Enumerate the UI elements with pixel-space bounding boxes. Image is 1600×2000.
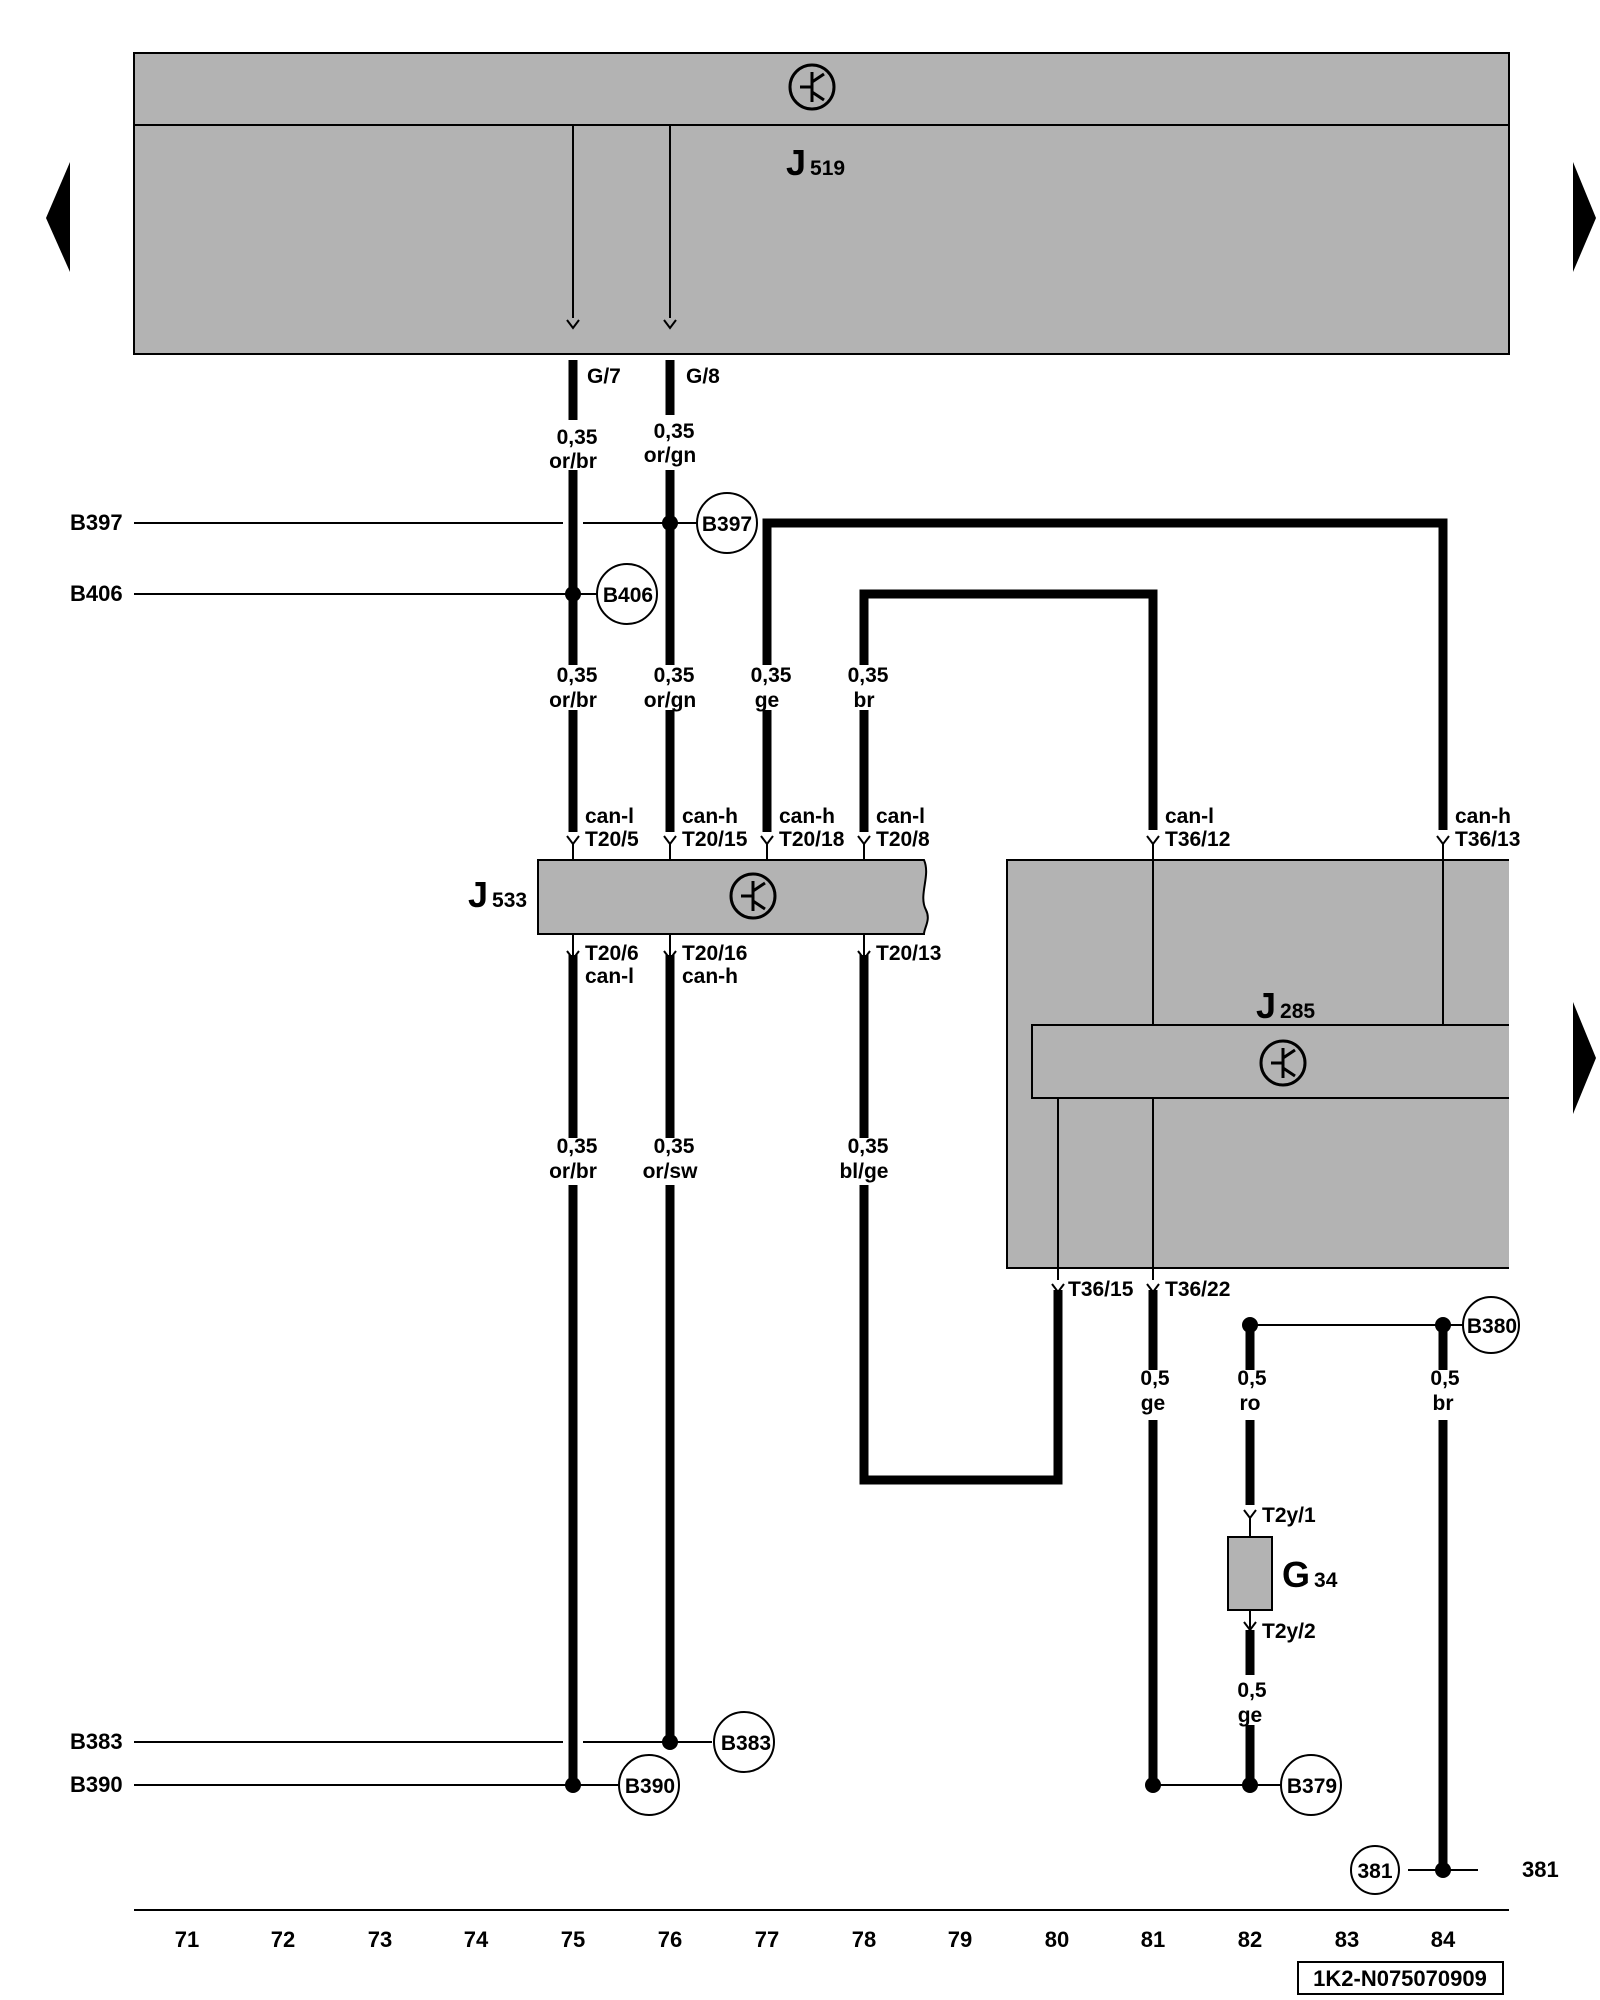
pin-t2y-2: T2y/2 bbox=[1262, 1620, 1316, 1643]
wire-color: or/br bbox=[549, 689, 597, 712]
signal-can-l: can-l bbox=[585, 965, 634, 988]
pin-t36-22: T36/22 bbox=[1165, 1278, 1230, 1301]
wire-size: 0,35 bbox=[557, 1135, 598, 1158]
signal-can-h: can-h bbox=[682, 805, 738, 828]
transistor-symbol-icon bbox=[1259, 1039, 1307, 1087]
axis-label: 79 bbox=[948, 1927, 972, 1952]
transistor-symbol-icon bbox=[788, 63, 836, 111]
ref-b379[interactable]: B379 bbox=[1287, 1775, 1337, 1798]
thin-lines bbox=[134, 522, 1478, 1871]
signal-can-l: can-l bbox=[1165, 805, 1214, 828]
left-ref-b406: B406 bbox=[70, 581, 123, 606]
nav-right-arrow-icon[interactable] bbox=[1573, 1002, 1596, 1114]
wire-size: 0,5 bbox=[1237, 1679, 1267, 1702]
axis-label: 75 bbox=[561, 1927, 585, 1952]
wire-color: ge bbox=[755, 689, 780, 712]
axis-label: 77 bbox=[755, 1927, 779, 1952]
diagram-code: 1K2-N075070909 bbox=[1297, 1961, 1504, 1995]
wire-size: 0,5 bbox=[1140, 1367, 1170, 1390]
axis-label: 80 bbox=[1045, 1927, 1069, 1952]
axis-label: 82 bbox=[1238, 1927, 1262, 1952]
ref-b406[interactable]: B406 bbox=[603, 584, 653, 607]
transistor-symbol-icon bbox=[729, 872, 777, 920]
ref-b380[interactable]: B380 bbox=[1467, 1315, 1517, 1338]
axis-label: 83 bbox=[1335, 1927, 1359, 1952]
signal-can-h: can-h bbox=[1455, 805, 1511, 828]
ref-b397[interactable]: B397 bbox=[702, 513, 752, 536]
wire-size: 0,5 bbox=[1237, 1367, 1267, 1390]
junction-dots bbox=[565, 515, 1451, 1878]
nav-left-arrow-icon[interactable] bbox=[46, 162, 70, 272]
wire-size: 0,35 bbox=[557, 664, 598, 687]
signal-can-h: can-h bbox=[682, 965, 738, 988]
pin-t20-15: T20/15 bbox=[682, 828, 748, 851]
pin-t36-15: T36/15 bbox=[1068, 1278, 1134, 1301]
right-ref-381: 381 bbox=[1522, 1857, 1559, 1882]
left-ref-b390: B390 bbox=[70, 1772, 123, 1797]
wire-color: or/gn bbox=[644, 444, 697, 467]
ref-b390[interactable]: B390 bbox=[625, 1775, 675, 1798]
wire-color: or/sw bbox=[643, 1160, 699, 1183]
wire-color: ro bbox=[1240, 1392, 1261, 1415]
wire-size: 0,35 bbox=[751, 664, 792, 687]
axis-label: 72 bbox=[271, 1927, 295, 1952]
svg-text:1K2-N075070909: 1K2-N075070909 bbox=[1313, 1966, 1487, 1991]
pin-t20-13: T20/13 bbox=[876, 942, 941, 965]
left-ref-b397: B397 bbox=[70, 510, 123, 535]
axis-label: 76 bbox=[658, 1927, 682, 1952]
wire-size: 0,5 bbox=[1430, 1367, 1460, 1390]
pin-g8: G/8 bbox=[686, 365, 720, 388]
signal-can-l: can-l bbox=[876, 805, 925, 828]
axis-label: 73 bbox=[368, 1927, 392, 1952]
ref-381[interactable]: 381 bbox=[1357, 1860, 1392, 1883]
wire-size: 0,35 bbox=[654, 664, 695, 687]
nav-right-arrow-icon[interactable] bbox=[1573, 162, 1596, 272]
pin-t20-8: T20/8 bbox=[876, 828, 930, 851]
axis-label: 78 bbox=[852, 1927, 876, 1952]
pin-t20-18: T20/18 bbox=[779, 828, 845, 851]
pin-t20-16: T20/16 bbox=[682, 942, 747, 965]
pin-t2y-1: T2y/1 bbox=[1262, 1504, 1316, 1527]
wire-color: or/br bbox=[549, 1160, 597, 1183]
pin-g7: G/7 bbox=[587, 365, 621, 388]
wire-color: or/br bbox=[549, 450, 597, 473]
wire-color: or/gn bbox=[644, 689, 697, 712]
signal-can-h: can-h bbox=[779, 805, 835, 828]
connection-refs bbox=[596, 492, 1520, 1895]
axis-label: 81 bbox=[1141, 1927, 1165, 1952]
pin-t36-13: T36/13 bbox=[1455, 828, 1520, 851]
axis-label: 71 bbox=[175, 1927, 199, 1952]
left-ref-b383: B383 bbox=[70, 1729, 123, 1754]
wire-color: ge bbox=[1141, 1392, 1166, 1415]
signal-can-l: can-l bbox=[585, 805, 634, 828]
ref-b383[interactable]: B383 bbox=[721, 1732, 771, 1755]
wire-size: 0,35 bbox=[848, 664, 889, 687]
wire-color: ge bbox=[1238, 1704, 1263, 1727]
wire-size: 0,35 bbox=[654, 1135, 695, 1158]
wires bbox=[568, 360, 1448, 1870]
axis-label: 84 bbox=[1431, 1927, 1456, 1952]
wire-size: 0,35 bbox=[848, 1135, 889, 1158]
wire-color: bl/ge bbox=[839, 1160, 888, 1183]
wire-color: br bbox=[1433, 1392, 1454, 1415]
wire-size: 0,35 bbox=[654, 420, 695, 443]
pin-t20-6: T20/6 bbox=[585, 942, 639, 965]
pin-t20-5: T20/5 bbox=[585, 828, 639, 851]
axis-label: 74 bbox=[464, 1927, 489, 1952]
wire-color: br bbox=[854, 689, 875, 712]
pin-t36-12: T36/12 bbox=[1165, 828, 1230, 851]
wire-size: 0,35 bbox=[557, 426, 598, 449]
